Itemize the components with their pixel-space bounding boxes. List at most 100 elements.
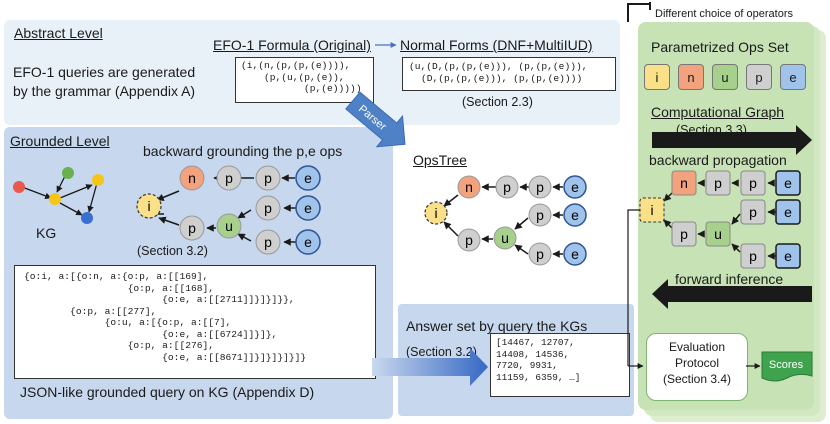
normal-formula-line: (u,(D,(p,(p,(e))), (p,(p,(e))), bbox=[409, 61, 588, 72]
op-n-box: n bbox=[678, 64, 704, 90]
kg-graph bbox=[13, 167, 104, 224]
grounded-query-box: {o:i, a:[{o:n, a:{o:p, a:[[169], {o:p, a… bbox=[14, 265, 376, 379]
kg-node-green bbox=[62, 167, 74, 179]
abstract-level-title: Abstract Level bbox=[14, 25, 103, 41]
opstree-node-label: i bbox=[434, 205, 437, 221]
grounded-node-p bbox=[255, 229, 281, 255]
grounded-op-tree: i n p p e p u p e p e bbox=[136, 165, 321, 255]
graph-box-label: e bbox=[784, 248, 792, 264]
grounded-node-p bbox=[179, 215, 205, 241]
grounded-node-p bbox=[255, 195, 281, 221]
answer-title: Answer set by query the KGs bbox=[406, 318, 588, 334]
answer-value-line: [14467, 12707, bbox=[496, 337, 575, 348]
graph-box-e bbox=[775, 199, 801, 225]
graph-box-e bbox=[775, 243, 801, 269]
graph-box-label: p bbox=[749, 248, 757, 264]
query-code-line: {o:e, a:[[8671]]}]}]}]}]} bbox=[24, 351, 307, 363]
opstree-node-e bbox=[563, 175, 587, 199]
graph-box-p bbox=[740, 199, 766, 225]
graph-box-p bbox=[671, 221, 697, 247]
grounded-node-label: i bbox=[147, 198, 150, 214]
query-code-line: {o:p, a:[[168], bbox=[24, 282, 214, 294]
graph-box-label: e bbox=[784, 175, 792, 191]
original-formula-line: (p,(u,(p,(e)), bbox=[264, 71, 345, 83]
op-p-box: p bbox=[746, 64, 772, 90]
graph-box-label: i bbox=[650, 202, 653, 218]
answer-values-box: [14467, 12707, 14408, 14536, 7720, 9931,… bbox=[490, 333, 630, 397]
grounded-node-label: p bbox=[264, 234, 272, 250]
grounded-node-label: p bbox=[264, 170, 272, 186]
ops-set-title: Parametrized Ops Set bbox=[651, 39, 789, 55]
grounded-to-answer-arrow bbox=[372, 348, 488, 386]
op-e-box: e bbox=[780, 64, 806, 90]
grounded-node-label: e bbox=[304, 234, 312, 250]
opstree-node-label: e bbox=[571, 246, 579, 262]
grounded-node-e bbox=[295, 195, 321, 221]
opstree-node-label: p bbox=[465, 232, 473, 248]
graph-box-label: p bbox=[680, 226, 688, 242]
grounded-level-title: Grounded Level bbox=[10, 133, 110, 149]
backward-propagation-label: backward propagation bbox=[649, 152, 787, 168]
opstree-node-p bbox=[528, 175, 552, 199]
graph-box-label: u bbox=[714, 226, 722, 242]
original-formula-box: (i,(n,(p,(p,(e)))), (p,(u,(p,(e)), (p,(e… bbox=[235, 57, 374, 103]
graph-box-u bbox=[705, 221, 731, 247]
opstree-node-label: e bbox=[571, 179, 579, 195]
opstree-node-label: n bbox=[465, 179, 473, 195]
grounded-node-label: n bbox=[188, 170, 196, 186]
opstree-node-label: e bbox=[571, 207, 579, 223]
grounded-node-e bbox=[295, 229, 321, 255]
operators-bracket bbox=[627, 3, 650, 22]
operators-choice-label: Different choice of operators bbox=[655, 8, 793, 20]
graph-box-p bbox=[740, 243, 766, 269]
original-formula-line: (i,(n,(p,(p,(e)))), bbox=[241, 60, 351, 71]
query-code-line: {o:p, a:[[277], bbox=[24, 305, 157, 317]
opstree-node-i bbox=[424, 201, 448, 225]
grounded-node-label: p bbox=[264, 200, 272, 216]
original-formula-label: EFO-1 Formula (Original) bbox=[213, 37, 371, 53]
normal-forms-label: Normal Forms (DNF+MultiIUD) bbox=[400, 37, 593, 53]
computational-graph: i n p p e p u p e p e bbox=[639, 170, 801, 269]
abstract-description-line2: by the grammar (Appendix A) bbox=[13, 83, 196, 99]
kg-node-yellow-center bbox=[49, 193, 61, 205]
query-code-line: {o:e, a:[[2711]]}]}]}}, bbox=[24, 294, 295, 305]
backward-propagation-arrow bbox=[652, 125, 812, 155]
normal-forms-box: (u,(D,(p,(p,(e))), (p,(p,(e))), (D,(p,(p… bbox=[402, 57, 616, 91]
grounded-node-p bbox=[255, 165, 281, 191]
scores-shape bbox=[761, 351, 813, 382]
opstree-node-p bbox=[528, 242, 552, 266]
grounded-node-n bbox=[179, 165, 205, 191]
computational-graph-title: Computational Graph bbox=[651, 104, 785, 120]
opstree-graph: i n p p e p u p e p e bbox=[424, 175, 587, 266]
query-code-line: {o:i, a:[{o:n, a:{o:p, a:[[169], bbox=[24, 271, 209, 282]
query-code-line: {o:p, a:[[276], bbox=[24, 340, 214, 351]
graph-box-label: p bbox=[714, 175, 722, 191]
grounded-node-i bbox=[136, 193, 162, 219]
kg-node-red bbox=[13, 181, 25, 193]
opstree-node-label: p bbox=[536, 246, 544, 262]
normal-formula-line: (D,(p,(p,(e))), (p,(p,(e)))) bbox=[421, 72, 583, 84]
graph-box-p bbox=[705, 170, 731, 196]
opstree-node-label: p bbox=[536, 179, 544, 195]
answer-value-line: 14408, 14536, bbox=[496, 348, 570, 360]
backward-grounding-label: backward grounding the p,e ops bbox=[143, 143, 343, 159]
normal-forms-section: (Section 2.3) bbox=[462, 95, 533, 109]
evaluation-protocol-box bbox=[646, 333, 748, 401]
evaluation-line3: (Section 3.4) bbox=[662, 372, 732, 386]
graph-box-e bbox=[775, 170, 801, 196]
answer-value-line: 11159, 6359, …] bbox=[496, 371, 581, 383]
opstree-node-p bbox=[457, 228, 481, 252]
opstree-node-u bbox=[493, 226, 517, 250]
original-formula-line: (p,(e))))) bbox=[304, 83, 362, 94]
query-code-line: {o:u, a:[{o:p, a:[[7], bbox=[24, 317, 232, 328]
forward-inference-arrow bbox=[652, 279, 812, 309]
abstract-description-line1: EFO-1 queries are generated bbox=[13, 64, 196, 80]
op-u-box: u bbox=[712, 64, 738, 90]
query-caption: JSON-like grounded query on KG (Appendix… bbox=[20, 384, 315, 400]
opstree-node-p bbox=[528, 203, 552, 227]
kg-node-blue bbox=[81, 212, 93, 224]
grounded-node-label: e bbox=[304, 200, 312, 216]
op-i-box: i bbox=[644, 64, 670, 90]
evaluation-line1: Evaluation bbox=[668, 340, 726, 354]
opstree-node-n bbox=[457, 175, 481, 199]
